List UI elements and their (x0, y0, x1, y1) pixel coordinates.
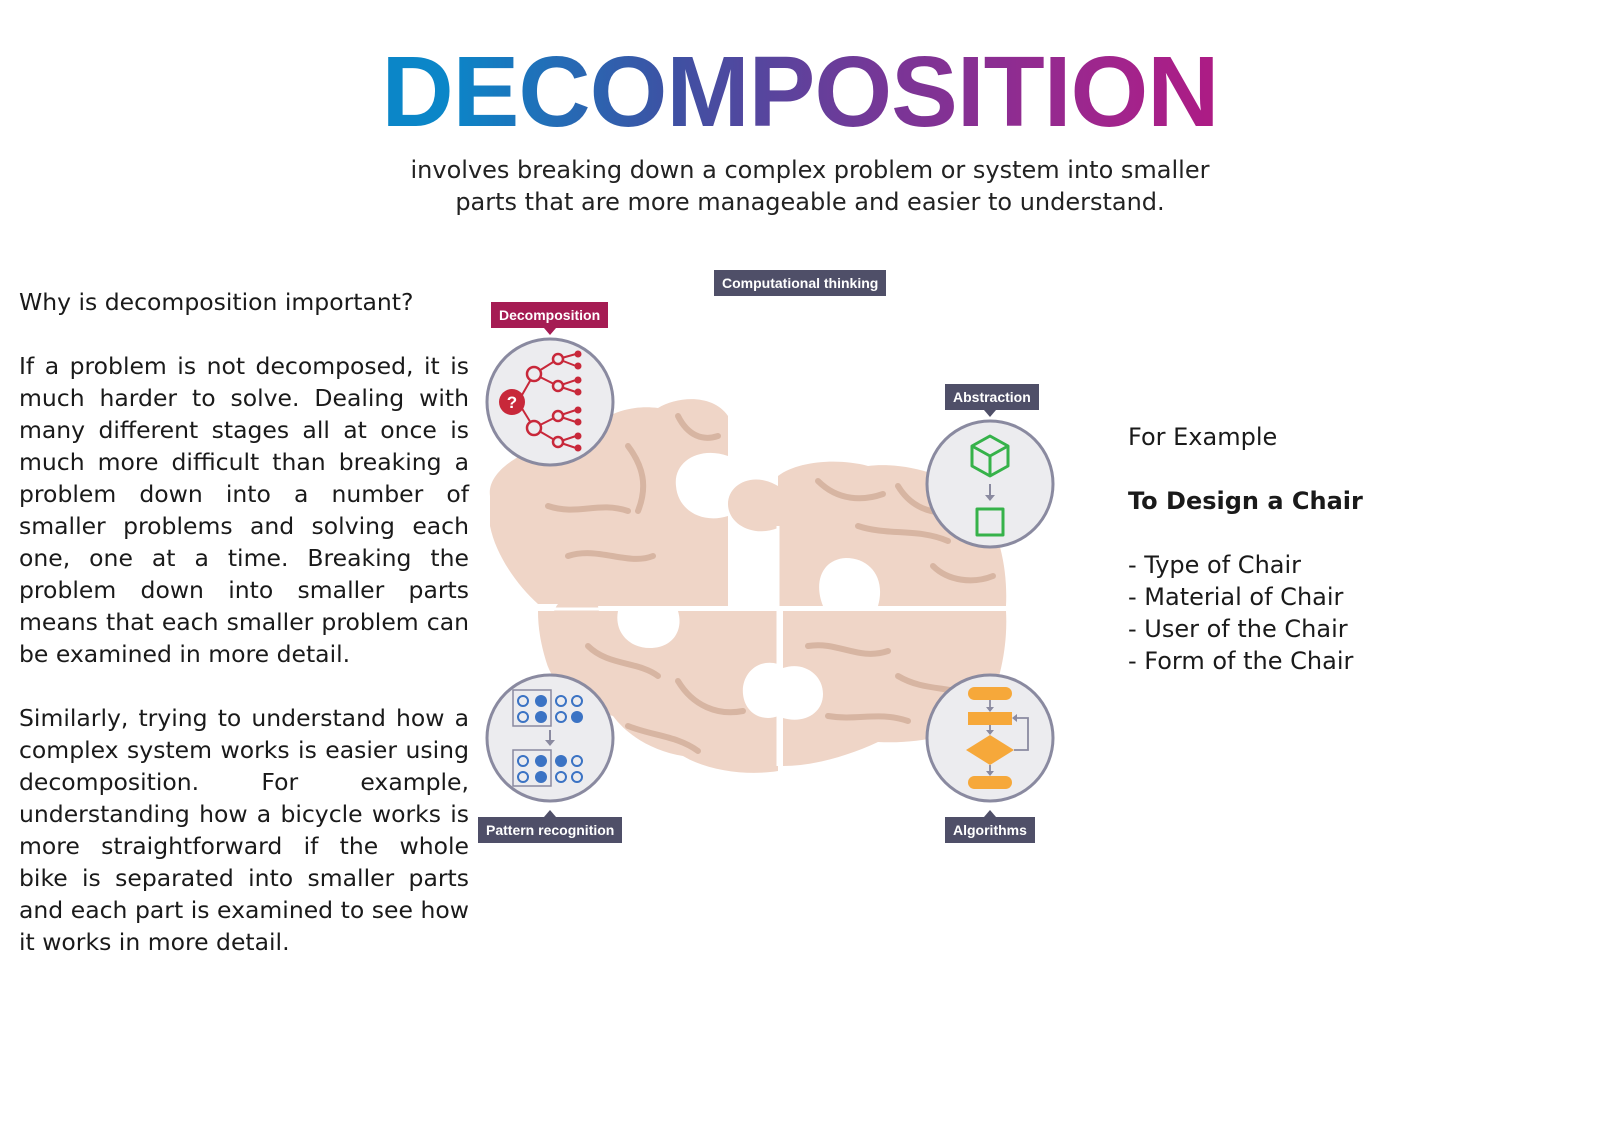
algorithms-label: Algorithms (945, 817, 1035, 843)
importance-section: Why is decomposition important? If a pro… (19, 286, 469, 990)
example-list: - Type of Chair - Material of Chair - Us… (1128, 549, 1528, 677)
decomposition-label: Decomposition (491, 302, 609, 328)
computational-thinking-label: Computational thinking (714, 270, 887, 296)
page-subtitle: involves breaking down a complex problem… (380, 154, 1240, 218)
example-title: To Design a Chair (1128, 487, 1363, 515)
example-label: For Example (1128, 423, 1278, 451)
brain-puzzle-icon: ? (485, 328, 1055, 817)
example-section: For Example To Design a Chair - Type of … (1128, 421, 1528, 677)
importance-heading: Why is decomposition important? (19, 288, 414, 316)
computational-thinking-diagram: ? (478, 266, 1098, 886)
subtitle-line-1: involves breaking down a complex problem… (410, 156, 1210, 184)
example-item: - User of the Chair (1128, 615, 1348, 643)
subtitle-line-2: parts that are more manageable and easie… (455, 188, 1165, 216)
pattern-recognition-label: Pattern recognition (478, 817, 623, 843)
example-item: - Type of Chair (1128, 551, 1302, 579)
abstraction-label: Abstraction (945, 384, 1039, 410)
example-item: - Form of the Chair (1128, 647, 1354, 675)
importance-paragraph-1: If a problem is not decomposed, it is mu… (19, 352, 469, 668)
importance-paragraph-2: Similarly, trying to understand how a co… (19, 704, 469, 956)
page-title: DECOMPOSITION (0, 42, 1600, 142)
example-item: - Material of Chair (1128, 583, 1344, 611)
svg-text:?: ? (507, 393, 517, 412)
